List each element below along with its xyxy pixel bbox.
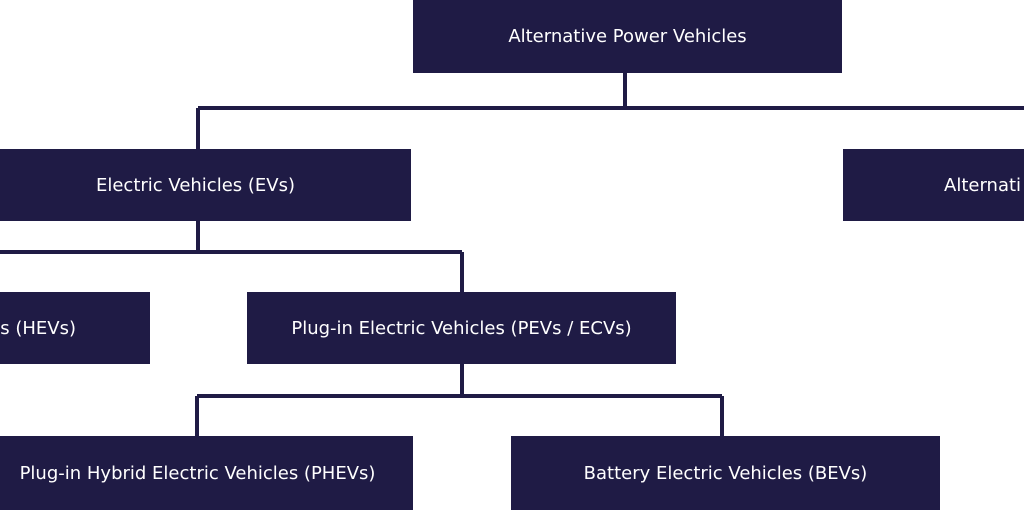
node-hybrid-electric-vehicles-partial: s (HEVs) bbox=[0, 292, 150, 364]
node-label: Alternative Power Vehicles bbox=[508, 26, 747, 47]
node-label: Plug-in Electric Vehicles (PEVs / ECVs) bbox=[291, 317, 632, 339]
node-plug-in-hybrid-electric-vehicles: Plug-in Hybrid Electric Vehicles (PHEVs) bbox=[0, 436, 413, 510]
node-alternative-partial: Alternati bbox=[843, 149, 1024, 221]
node-battery-electric-vehicles: Battery Electric Vehicles (BEVs) bbox=[511, 436, 940, 510]
node-label: Electric Vehicles (EVs) bbox=[95, 174, 295, 196]
node-label: s (HEVs) bbox=[0, 317, 76, 339]
node-plug-in-electric-vehicles: Plug-in Electric Vehicles (PEVs / ECVs) bbox=[247, 292, 676, 364]
node-alternative-power-vehicles: Alternative Power Vehicles bbox=[413, 0, 842, 73]
node-electric-vehicles: Electric Vehicles (EVs) bbox=[0, 149, 411, 221]
node-label: Plug-in Hybrid Electric Vehicles (PHEVs) bbox=[19, 462, 376, 484]
node-label: Alternati bbox=[944, 174, 1022, 196]
node-label: Battery Electric Vehicles (BEVs) bbox=[583, 462, 868, 484]
